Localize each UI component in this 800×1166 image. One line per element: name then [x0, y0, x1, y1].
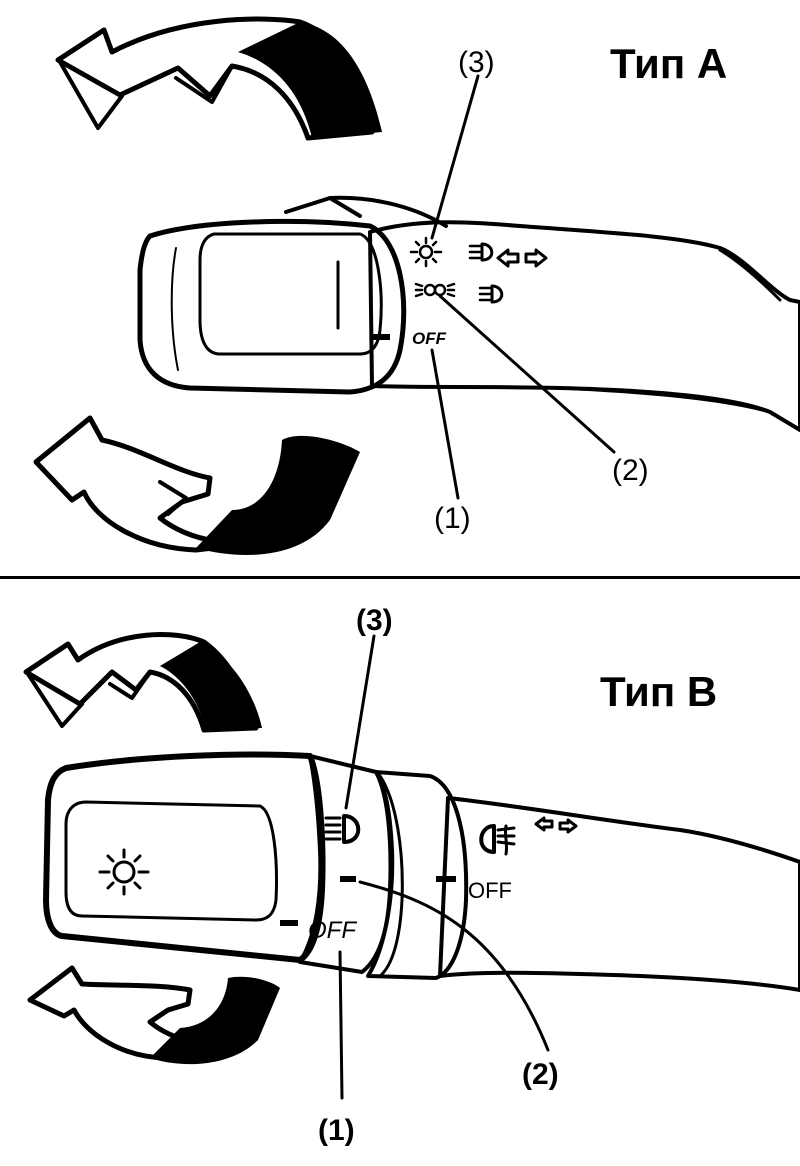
high-beam-icon	[324, 814, 361, 844]
switch-stalk	[137, 195, 800, 432]
turn-right-arrow-icon	[524, 248, 548, 268]
section-divider	[0, 576, 800, 579]
rotate-arrow-upper	[55, 16, 382, 141]
type-b-title: Тип В	[600, 668, 717, 715]
rotate-arrow-lower	[27, 965, 280, 1065]
fog-light-icon	[479, 824, 516, 856]
leader-1	[338, 950, 344, 1100]
callout-3: (3)	[356, 604, 393, 637]
off-label-ring: OFF	[308, 917, 357, 944]
off-label: OFF	[412, 329, 447, 348]
type-a-title: Тип А	[610, 40, 727, 87]
type-a-diagram: OFF (3) (2) (1) Тип А	[33, 16, 800, 555]
callout-2: (2)	[612, 454, 649, 487]
fog-light-icon	[478, 284, 504, 304]
switch-stalk	[43, 751, 800, 992]
callout-2: (2)	[522, 1058, 559, 1091]
leader-2	[358, 880, 550, 1052]
leader-1	[430, 348, 460, 500]
turn-left-arrow-icon	[534, 816, 554, 832]
off-label-outer: OFF	[468, 878, 512, 903]
off-detent-mark-ring	[340, 876, 356, 882]
callout-1: (1)	[434, 502, 471, 535]
callout-1: (1)	[318, 1114, 355, 1147]
panel-type-b: OFF OFF (3) (2) (1) Тип В	[0, 580, 800, 1166]
panel-type-a: OFF (3) (2) (1) Тип А	[0, 0, 800, 577]
leader-3	[430, 74, 480, 240]
turn-left-arrow-icon	[496, 248, 520, 268]
type-b-diagram: OFF OFF (3) (2) (1) Тип В	[23, 604, 800, 1147]
rotate-arrow-upper	[23, 632, 262, 733]
headlight-sun-icon	[409, 236, 443, 268]
leader-2	[438, 294, 616, 454]
off-detent-mark-inner	[280, 920, 298, 926]
high-beam-icon	[468, 242, 494, 262]
turn-right-arrow-icon	[558, 818, 578, 834]
off-detent-mark-outer	[436, 876, 456, 882]
rotate-arrow-lower	[33, 415, 360, 555]
parking-light-icon	[414, 282, 456, 298]
leader-3	[344, 634, 376, 810]
off-detent-mark	[372, 334, 390, 340]
headlight-sun-icon	[98, 848, 150, 896]
callout-3: (3)	[458, 46, 495, 79]
